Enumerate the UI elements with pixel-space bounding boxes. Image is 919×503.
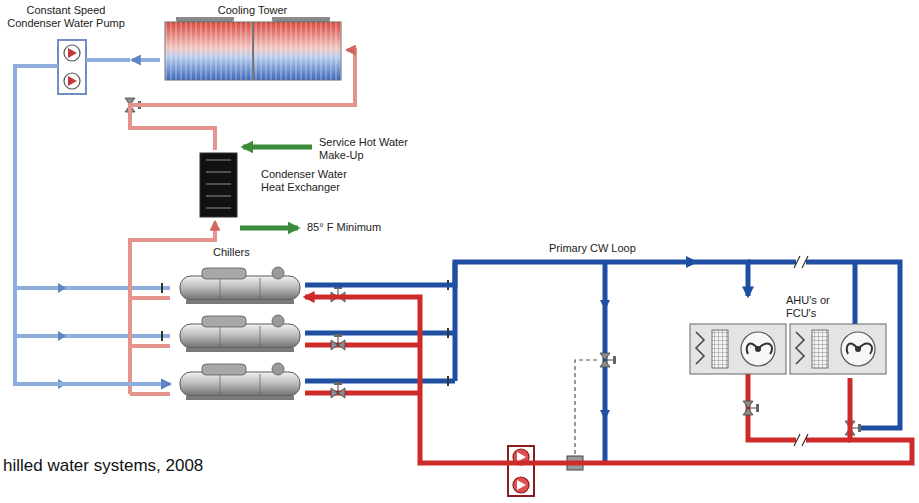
- annotation: Service Hot Water Make-Up: [318, 136, 424, 161]
- component-region: Chillers: [170, 244, 305, 410]
- connectors: [15, 50, 912, 463]
- drawing-part: [180, 315, 300, 352]
- drawing-part: [690, 324, 786, 374]
- pipe-connector: [132, 58, 160, 62]
- condenser-pump: [15, 40, 130, 98]
- drawing-part: [513, 477, 529, 493]
- tower-divider: [252, 22, 254, 80]
- drawing-part: [331, 286, 345, 302]
- annotation: 85° F Minimum: [306, 221, 420, 234]
- drawing-part: [794, 434, 808, 446]
- drawing-part: [86, 58, 130, 62]
- component-label: Condenser Water Heat Exchanger: [260, 168, 354, 193]
- air-handlers: [690, 324, 886, 374]
- drawing-part: [331, 334, 345, 350]
- edge-label: Primary CW Loop: [548, 242, 637, 255]
- component-label: Constant Speed Condenser Water Pump: [5, 4, 127, 29]
- drawing-part: [15, 334, 170, 338]
- component-region: Cooling Tower: [160, 2, 347, 84]
- drawing-part: [130, 392, 170, 396]
- drawing-part: [58, 40, 86, 94]
- drawing-part: [748, 374, 850, 440]
- control-line: [575, 360, 597, 455]
- pipe-connector: [305, 297, 912, 463]
- pipe-connector: [130, 222, 215, 298]
- drawing-part: [794, 256, 808, 268]
- drawing-part: [845, 421, 861, 435]
- component-region: Constant Speed Condenser Water Pump: [0, 2, 132, 98]
- drawing-part: [64, 45, 80, 61]
- drawing-part: [600, 353, 616, 367]
- pipe-connector: [305, 262, 748, 296]
- drawing-part: [180, 363, 300, 400]
- drawing-part: [305, 262, 455, 381]
- drawing-part: [15, 66, 58, 98]
- drawing-part: [180, 267, 300, 304]
- drawing-part: [743, 401, 759, 415]
- drawing-part: [206, 160, 231, 208]
- chillers: [180, 267, 300, 400]
- component-region: AHU's or FCU's: [685, 296, 890, 378]
- chilled-water-pump: [508, 446, 534, 496]
- drawing-part: [305, 345, 420, 393]
- drawing-part: [331, 382, 345, 398]
- caption: hilled water systems, 2008: [2, 456, 204, 476]
- condenser-pipes: [15, 98, 170, 394]
- tower-body: [165, 22, 341, 80]
- drawing-part: [128, 298, 132, 394]
- chilled-water-pipes: [305, 256, 900, 496]
- make-up-arrow: [243, 145, 312, 150]
- drawing-part: [130, 344, 170, 348]
- drawing-part: [64, 73, 80, 89]
- drawing-part: [790, 324, 886, 374]
- hot-water-arrow: [240, 226, 298, 231]
- pipe-connector: [130, 50, 355, 150]
- tower-slats: [165, 22, 341, 80]
- cooling-tower: [165, 14, 341, 80]
- drawing-part: [200, 153, 237, 217]
- component-label: Cooling Tower: [160, 4, 345, 17]
- drawing-part: [58, 283, 66, 389]
- drawing-part: [853, 262, 858, 324]
- drawing-part: [15, 286, 170, 290]
- component-label: AHU's or FCU's: [785, 294, 849, 319]
- drawing-part: [447, 280, 449, 386]
- component-label: Chillers: [212, 246, 272, 259]
